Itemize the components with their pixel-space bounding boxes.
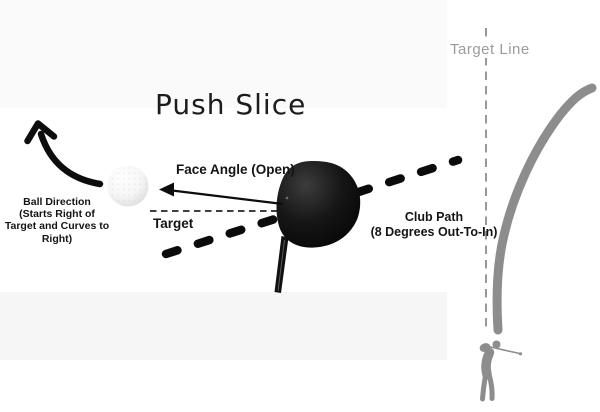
driver-clubhead-icon xyxy=(274,160,361,293)
ball-direction-label-line2: (Starts Right of xyxy=(19,208,95,221)
ball-direction-label: Ball Direction (Starts Right of Target a… xyxy=(1,196,113,245)
club-path-label: Club Path (8 Degrees Out-To-In) xyxy=(358,210,510,240)
target-line-label: Target Line xyxy=(447,41,533,58)
ball-flight-curve xyxy=(492,83,597,335)
ball-direction-label-line1: Ball Direction xyxy=(23,196,91,208)
page-title: Push Slice xyxy=(155,88,307,121)
golfer-icon xyxy=(479,340,523,402)
club-path-label-line2: (8 Degrees Out-To-In) xyxy=(370,225,498,239)
club-path-label-line1: Club Path xyxy=(404,210,464,224)
face-angle-label: Face Angle (Open) xyxy=(176,162,295,177)
face-angle-arrow xyxy=(159,182,284,206)
ball-direction-label-line4: Right) xyxy=(41,232,73,245)
ball-direction-label-line3: Target and Curves to xyxy=(4,220,110,233)
target-label: Target xyxy=(153,216,194,231)
golf-ball-icon xyxy=(107,165,149,207)
ball-direction-arrow xyxy=(24,120,104,188)
